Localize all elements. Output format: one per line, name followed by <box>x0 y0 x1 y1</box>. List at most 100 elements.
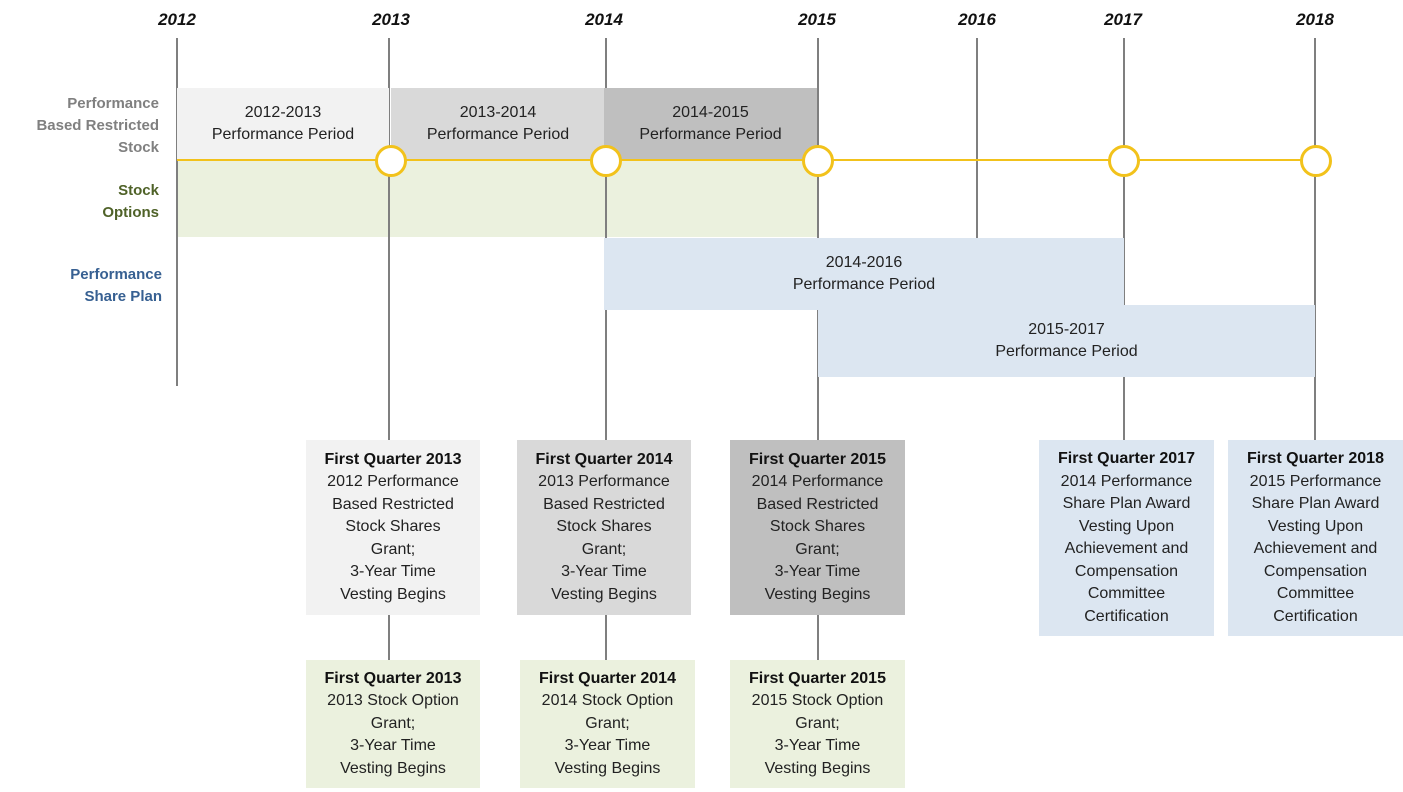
option-box-line: 2014 Stock Option <box>541 692 674 710</box>
row-label-line: Stock <box>118 139 159 156</box>
option-box-heading: First Quarter 2013 <box>324 669 462 687</box>
year-label-2012: 2012 <box>158 10 196 29</box>
option-box-line: 3-Year Time <box>350 737 436 755</box>
grant-box-line: 2015 Performance <box>1249 472 1382 490</box>
year-line-2013 <box>388 38 390 660</box>
grant-box-line: Stock Shares <box>345 518 441 536</box>
period-label: Performance Period <box>639 126 782 143</box>
option-box-heading: First Quarter 2014 <box>539 669 676 687</box>
grant-box-line: Vesting Upon <box>1267 517 1364 535</box>
grant-box-line: Achievement and <box>1253 540 1378 557</box>
period-label: Performance Period <box>995 343 1138 360</box>
grant-box-line: 3-Year Time <box>561 563 647 581</box>
period-label: Performance Period <box>426 126 570 143</box>
grant-box-heading: First Quarter 2014 <box>535 450 673 468</box>
option-box-line: 3-Year Time <box>774 737 861 755</box>
grant-box-line: 2013 Performance <box>538 473 670 491</box>
row-label-line: Share Plan <box>84 288 162 305</box>
year-label-2014: 2014 <box>585 10 623 29</box>
grant-box-heading: First Quarter 2017 <box>1058 450 1195 467</box>
grant-box-line: Stock Shares <box>556 518 652 536</box>
milestone-circle-2013 <box>375 145 407 177</box>
year-label-2016: 2016 <box>958 10 996 29</box>
grant-box-line: Certification <box>1084 607 1169 625</box>
grant-box-line: Certification <box>1273 607 1358 625</box>
grant-box-line: Committee <box>1276 585 1355 602</box>
row-label-line: Options <box>102 204 159 221</box>
option-box-q1-2015: First Quarter 2015 2015 Stock Option Gra… <box>730 660 905 788</box>
milestone-circle-2014 <box>590 145 622 177</box>
row-label-line: Stock <box>118 182 159 199</box>
period-years: 2013-2014 <box>459 104 537 121</box>
period-years: 2014-2016 <box>825 254 903 271</box>
grant-box-line: 3-Year Time <box>774 563 861 581</box>
milestone-circle-2017 <box>1108 145 1140 177</box>
grant-box-line: 3-Year Time <box>350 563 436 581</box>
period-2014-2016: 2014-2016 Performance Period <box>604 238 1124 310</box>
period-label: Performance Period <box>211 126 355 143</box>
option-box-q1-2013: First Quarter 2013 2013 Stock Option Gra… <box>306 660 480 788</box>
grant-box-line: Vesting Begins <box>764 585 871 603</box>
row-label-line: Performance <box>70 266 162 283</box>
grant-box-line: Compensation <box>1263 562 1368 580</box>
option-box-heading: First Quarter 2015 <box>749 669 886 687</box>
year-line-2017 <box>1123 38 1125 440</box>
grant-box-line: Committee <box>1087 585 1166 602</box>
row-label-line: Performance <box>67 95 159 112</box>
option-box-q1-2014: First Quarter 2014 2014 Stock Option Gra… <box>520 660 695 788</box>
grant-box-line: Stock Shares <box>769 518 866 536</box>
period-label: Performance Period <box>792 276 936 293</box>
row-label-share-plan: Performance Share Plan <box>0 264 162 308</box>
grant-box-q1-2013: First Quarter 2013 2012 Performance Base… <box>306 440 480 615</box>
year-line-2012 <box>176 38 178 386</box>
grant-box-line: Vesting Upon <box>1078 517 1175 535</box>
grant-box-heading: First Quarter 2018 <box>1247 450 1384 467</box>
grant-box-line: Based Restricted <box>543 495 665 513</box>
row-label-line: Based Restricted <box>36 117 159 134</box>
grant-box-heading: First Quarter 2013 <box>324 450 462 468</box>
period-years: 2014-2015 <box>672 104 749 121</box>
period-2014-2015: 2014-2015 Performance Period <box>604 88 817 160</box>
grant-box-line: Compensation <box>1074 562 1179 580</box>
period-years: 2015-2017 <box>1028 321 1105 338</box>
grant-box-line: Share Plan Award <box>1062 495 1191 512</box>
row-label-stock-options: Stock Options <box>0 180 159 224</box>
grant-box-q1-2018: First Quarter 2018 2015 Performance Shar… <box>1228 440 1403 636</box>
year-label-2015: 2015 <box>798 10 836 29</box>
period-2013-2014: 2013-2014 Performance Period <box>391 88 605 160</box>
grant-box-q1-2017: First Quarter 2017 2014 Performance Shar… <box>1039 440 1214 636</box>
year-line-2016 <box>976 38 978 238</box>
year-label-2018: 2018 <box>1296 10 1334 29</box>
year-label-2013: 2013 <box>372 10 410 29</box>
option-box-line: 2013 Stock Option <box>327 692 459 710</box>
grant-box-line: Share Plan Award <box>1251 495 1380 512</box>
option-box-line: Vesting Begins <box>764 759 871 777</box>
row-label-restricted-stock: Performance Based Restricted Stock <box>0 93 159 159</box>
grant-box-line: Grant; <box>795 540 840 558</box>
grant-box-q1-2015: First Quarter 2015 2014 Performance Base… <box>730 440 905 615</box>
grant-box-line: Grant; <box>370 540 416 558</box>
period-2015-2017: 2015-2017 Performance Period <box>818 305 1315 377</box>
option-box-line: Vesting Begins <box>340 759 446 777</box>
option-box-line: Grant; <box>585 714 630 732</box>
grant-box-line: Based Restricted <box>332 495 454 513</box>
milestone-circle-2015 <box>802 145 834 177</box>
grant-box-line: Vesting Begins <box>340 585 446 603</box>
grant-box-line: 2012 Performance <box>327 473 459 491</box>
grant-box-q1-2014: First Quarter 2014 2013 Performance Base… <box>517 440 691 615</box>
grant-box-line: 2014 Performance <box>751 473 884 491</box>
option-box-line: 2015 Stock Option <box>751 692 884 710</box>
grant-box-heading: First Quarter 2015 <box>749 450 886 468</box>
grant-box-line: Grant; <box>581 540 627 558</box>
stock-options-band <box>177 161 817 237</box>
grant-box-line: Based Restricted <box>756 495 879 513</box>
timeline-line <box>177 159 1317 161</box>
option-box-line: Grant; <box>370 714 416 732</box>
year-line-2018 <box>1314 38 1316 440</box>
period-years: 2012-2013 <box>244 104 322 121</box>
year-label-2017: 2017 <box>1104 10 1142 29</box>
period-2012-2013: 2012-2013 Performance Period <box>177 88 389 160</box>
grant-box-line: 2014 Performance <box>1060 472 1193 490</box>
option-box-line: Grant; <box>795 714 840 732</box>
option-box-line: 3-Year Time <box>564 737 651 755</box>
